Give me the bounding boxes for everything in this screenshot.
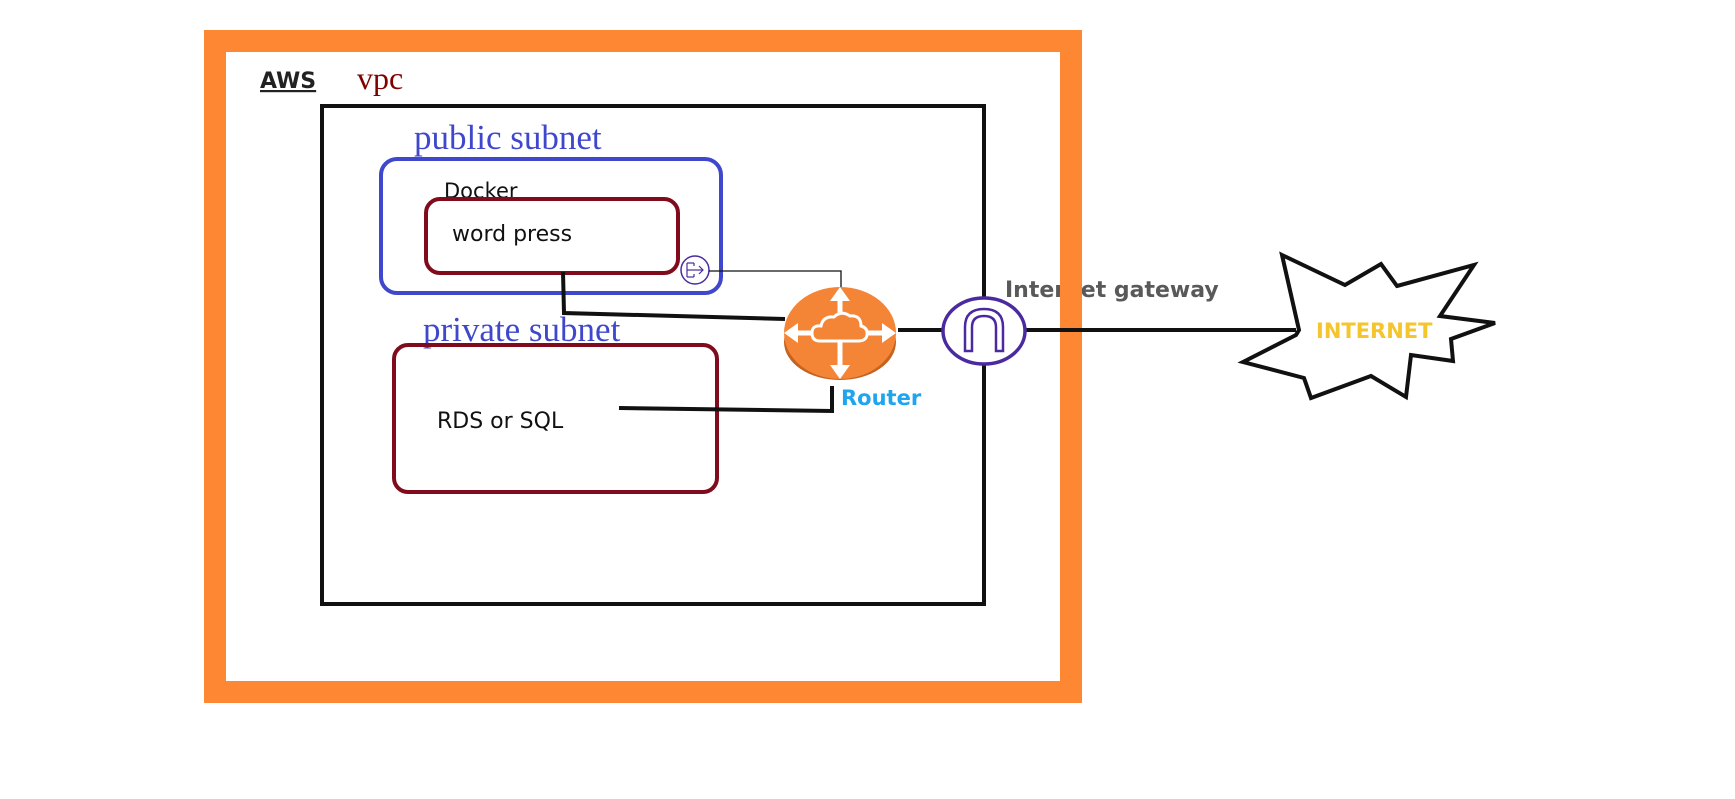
wordpress-to-router-line <box>561 271 786 321</box>
internet-gateway-label: Internet gateway <box>1005 278 1219 303</box>
wordpress-label: word press <box>452 222 572 247</box>
private-subnet-label: private subnet <box>423 310 621 349</box>
vpc-label: vpc <box>357 60 403 96</box>
aws-cloud-boundary <box>204 30 1082 703</box>
public-subnet-label: public subnet <box>414 118 602 157</box>
internet-label: INTERNET <box>1316 319 1433 343</box>
rds-label: RDS or SQL <box>437 409 564 434</box>
public-subnet-box <box>379 157 723 295</box>
aws-border-overlap <box>1060 276 1082 306</box>
aws-label: AWS <box>260 69 316 94</box>
router-icon <box>784 287 896 380</box>
nat-gateway-icon <box>680 255 710 285</box>
private-subnet-box <box>392 343 719 494</box>
rds-to-router-line <box>618 386 834 414</box>
wordpress-container <box>424 197 680 275</box>
internet-gateway-icon <box>941 296 1027 366</box>
router-label: Router <box>841 386 922 410</box>
internet-burst-shape <box>1237 251 1496 401</box>
